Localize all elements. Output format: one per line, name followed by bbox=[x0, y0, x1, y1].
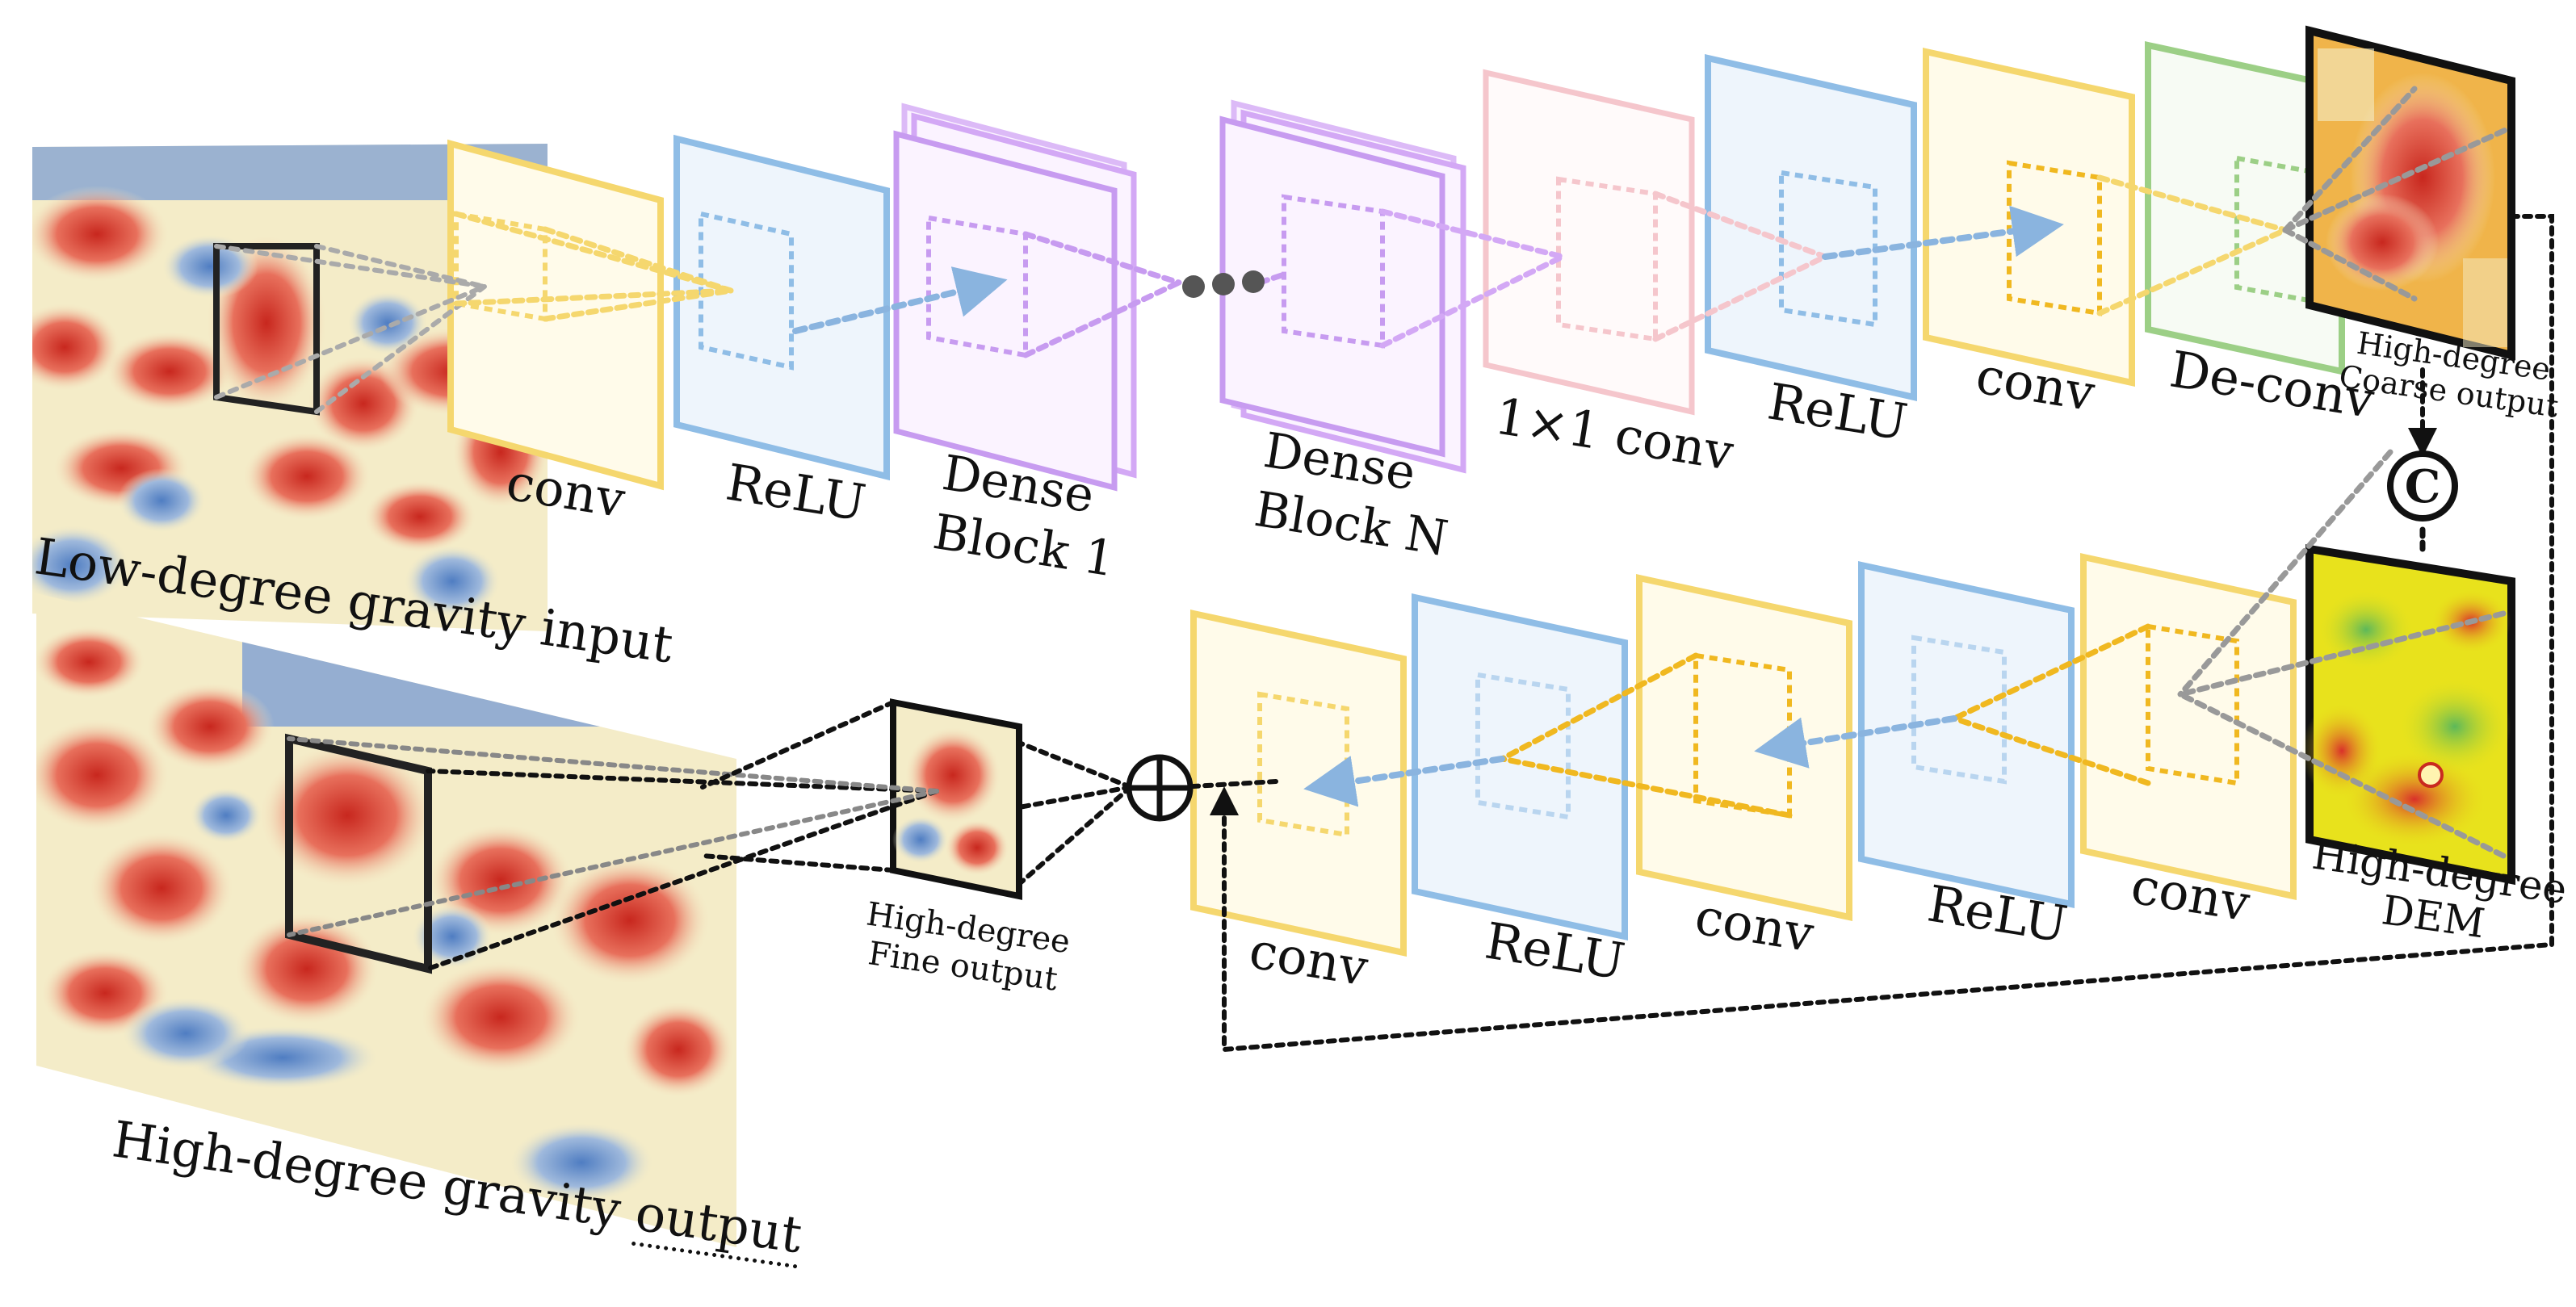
high-degree-output-map bbox=[36, 593, 736, 1247]
layer-conv-1x1 bbox=[1483, 69, 1695, 416]
layer-relu-bottom-1 bbox=[1412, 593, 1628, 940]
connectors bbox=[214, 86, 2554, 1053]
layer-relu-top-1 bbox=[673, 134, 890, 481]
layer-conv-bottom-2 bbox=[1636, 574, 1852, 921]
output-patch-box bbox=[285, 733, 432, 974]
fine-output-map bbox=[890, 698, 1022, 900]
add-icon bbox=[1126, 754, 1194, 822]
ellipsis-dots bbox=[1182, 270, 1265, 298]
layer-conv-top-1 bbox=[447, 139, 664, 491]
layer-conv-bottom-1 bbox=[1190, 610, 1407, 957]
layer-relu-bottom-2 bbox=[1858, 561, 2075, 908]
layer-conv-top-2 bbox=[1923, 48, 2135, 387]
layer-relu-top-2 bbox=[1705, 53, 1917, 402]
layer-conv-bottom-3 bbox=[2080, 553, 2297, 900]
coarse-output-map bbox=[2305, 25, 2515, 361]
svg-text:C: C bbox=[2405, 460, 2441, 513]
dem-input-map bbox=[2301, 544, 2515, 886]
concat-icon: C bbox=[2387, 450, 2458, 522]
layer-dense-block-n bbox=[1219, 99, 1466, 474]
